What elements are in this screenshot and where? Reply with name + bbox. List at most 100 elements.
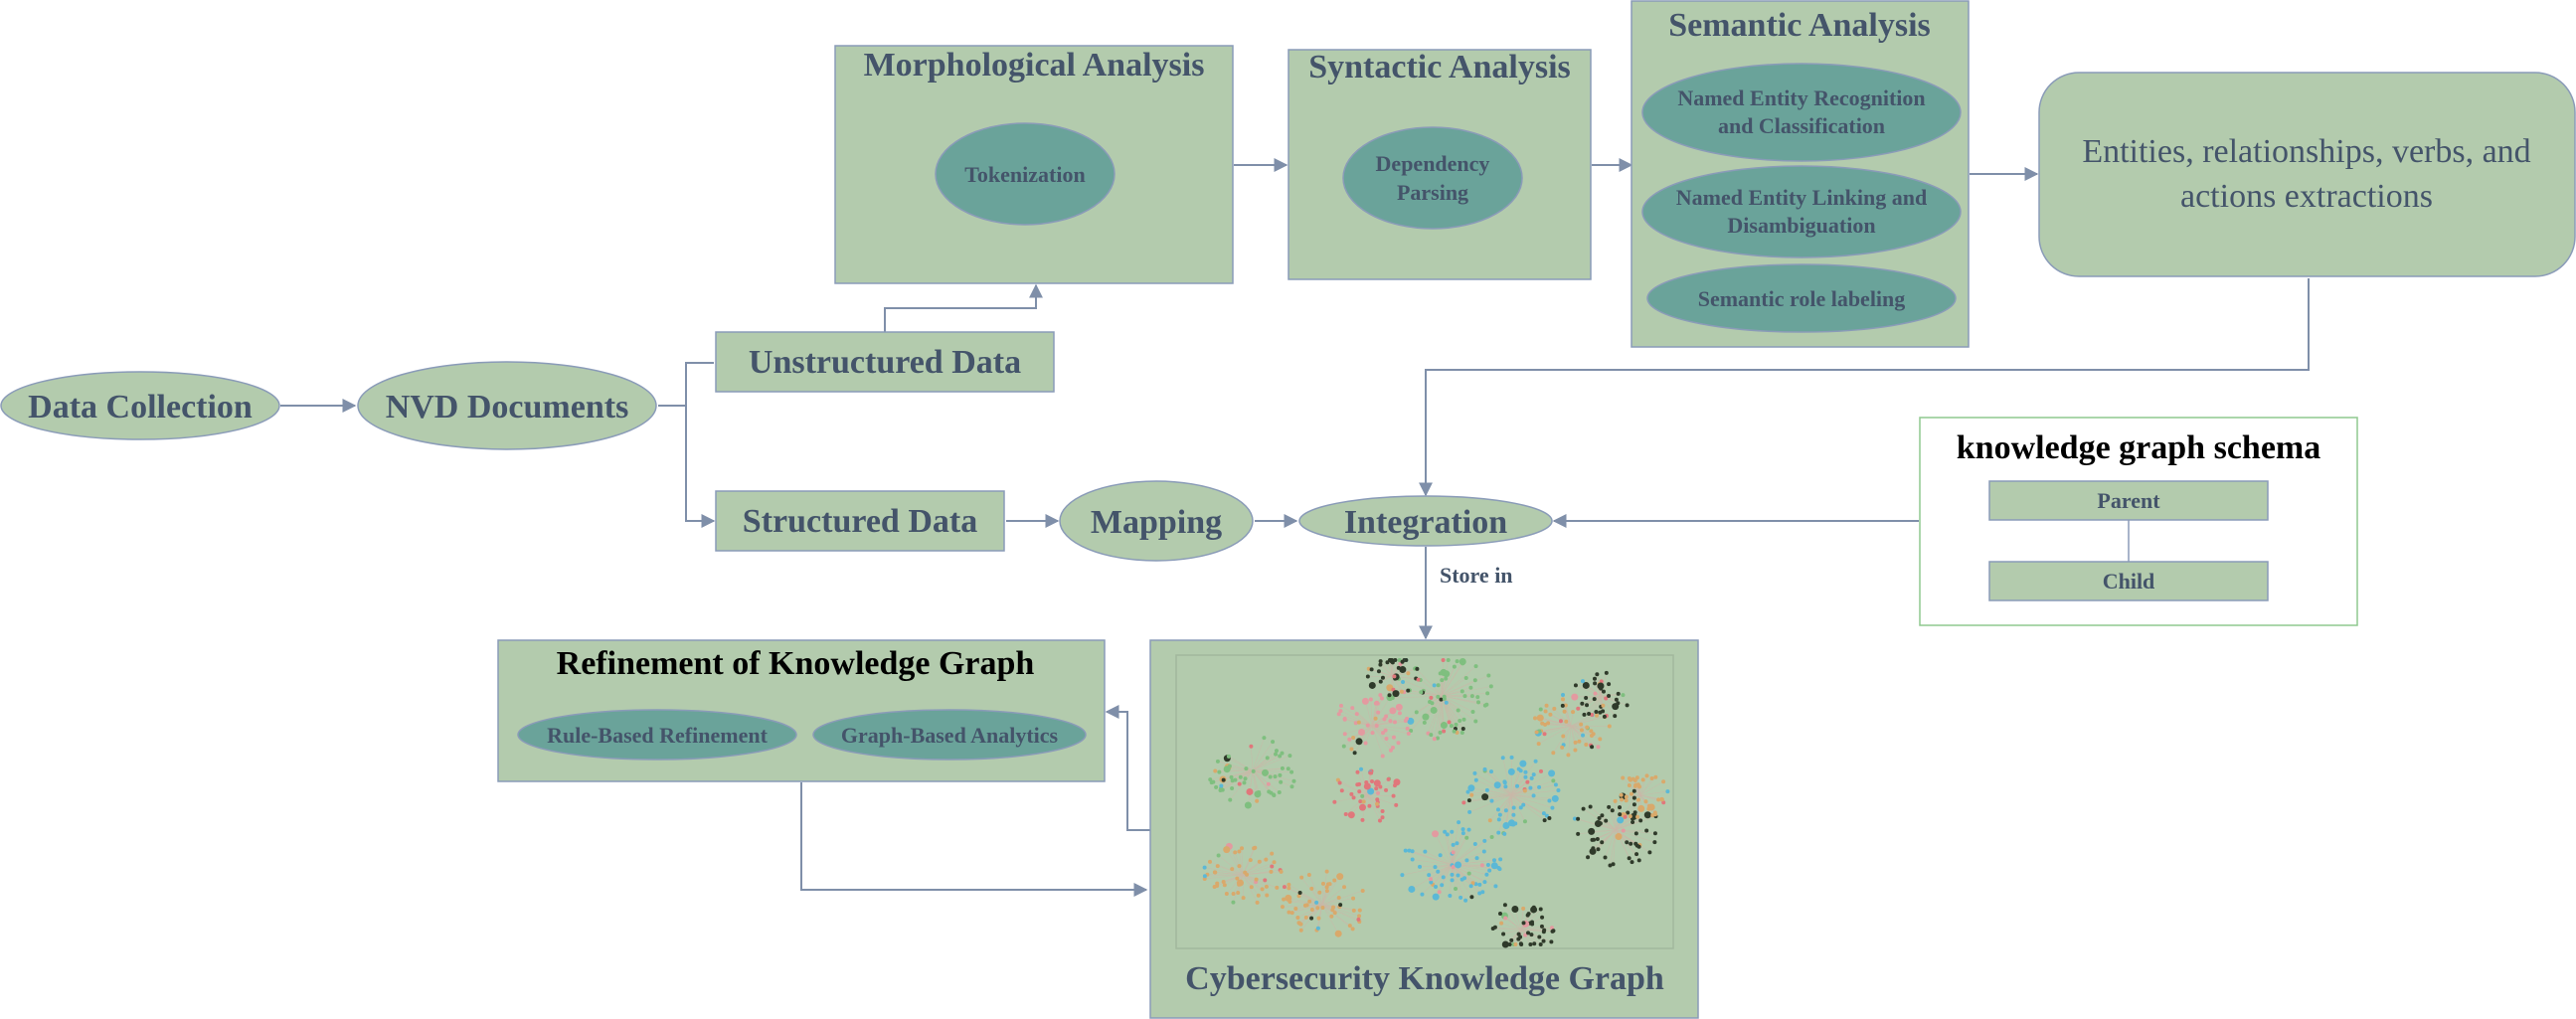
graph-node: [1582, 712, 1587, 717]
graph-node: [1277, 790, 1282, 795]
graph-edge: [1345, 794, 1368, 815]
graph-edge: [1597, 829, 1617, 840]
graph-node: [1396, 665, 1401, 670]
graph-node: [1459, 895, 1463, 900]
graph-node: [1436, 694, 1441, 699]
graph-node: [1363, 782, 1371, 790]
graph-node: [1380, 815, 1385, 820]
graph-edge: [1215, 872, 1244, 876]
graph-node: [1278, 772, 1283, 777]
entities-extraction-box: [2038, 72, 2576, 277]
graph-node: [1573, 683, 1578, 688]
graph-edge: [1230, 769, 1254, 800]
graph-edge: [1217, 874, 1244, 884]
graph-node: [1531, 772, 1536, 777]
graph-node: [1382, 717, 1387, 722]
graph-node: [1257, 790, 1262, 795]
graph-edge: [1600, 695, 1604, 712]
graph-edge: [1371, 725, 1384, 757]
graph-node: [1255, 798, 1260, 803]
graph-node: [1434, 885, 1439, 890]
graph-edge: [1234, 852, 1244, 876]
graph-node: [1388, 748, 1393, 753]
graph-node: [1419, 690, 1424, 695]
graph-node: [1538, 907, 1543, 912]
integration-node: Integration: [1298, 495, 1553, 547]
graph-node: [1376, 790, 1381, 795]
graph-node: [1316, 916, 1321, 921]
graph-edge: [1510, 789, 1559, 796]
graph-node: [1625, 840, 1630, 845]
graph-edge: [1321, 904, 1360, 917]
graph-node: [1430, 706, 1438, 714]
graph-node: [1375, 701, 1380, 706]
graph-node: [1363, 741, 1368, 746]
graph-node: [1621, 828, 1626, 833]
graph-node: [1282, 885, 1287, 890]
graph-node: [1490, 926, 1495, 931]
graph-edge: [1242, 874, 1260, 896]
graph-node: [1631, 788, 1636, 793]
graph-node: [1406, 671, 1411, 676]
graph-node: [1351, 795, 1356, 800]
mapping-ellipse: [1059, 480, 1254, 562]
graph-edge: [1568, 725, 1572, 756]
graph-edge: [1241, 848, 1244, 876]
graph-node: [1256, 893, 1261, 898]
graph-based-ellipse: [812, 709, 1087, 761]
integration-label: Integration: [1344, 504, 1507, 541]
graph-node: [1356, 917, 1361, 922]
graph-node: [1633, 831, 1638, 836]
graph-node: [1202, 874, 1207, 879]
graph-node: [1365, 674, 1370, 679]
graph-edge: [1639, 794, 1664, 803]
graph-node: [1541, 938, 1546, 943]
graph-node: [1617, 816, 1625, 824]
graph-node: [1620, 797, 1625, 802]
graph-node: [1546, 721, 1551, 726]
graph-node: [1387, 693, 1392, 698]
graph-node: [1521, 921, 1526, 926]
graph-edge: [1227, 768, 1254, 771]
graph-node: [1536, 714, 1544, 722]
graph-node: [1513, 821, 1518, 826]
graph-edge: [1398, 678, 1443, 697]
graph-node: [1295, 915, 1300, 920]
graph-node: [1540, 915, 1545, 920]
graph-node: [1350, 927, 1355, 932]
knowledge-graph-visualization: [1202, 657, 1670, 948]
graph-node: [1375, 801, 1380, 806]
graph-node: [1482, 766, 1487, 771]
graph-node: [1547, 798, 1552, 803]
graph-node: [1265, 893, 1270, 898]
graph-node: [1365, 723, 1370, 728]
graph-node: [1498, 857, 1503, 862]
graph-edge: [1380, 664, 1393, 677]
graph-node: [1449, 724, 1454, 729]
graph-node: [1576, 831, 1581, 836]
graph-node: [1360, 888, 1365, 893]
graph-node: [1360, 793, 1365, 798]
graph-edge: [1615, 829, 1637, 846]
graph-node: [1388, 719, 1393, 724]
graph-node: [1444, 700, 1449, 705]
graph-node: [1548, 769, 1556, 777]
graph-node: [1469, 792, 1474, 797]
graph-edge: [1514, 909, 1522, 931]
graph-edge: [1371, 703, 1379, 727]
graph-node: [1221, 777, 1226, 782]
graph-node: [1629, 791, 1633, 796]
graph-node: [1543, 722, 1548, 727]
graph-edge: [1429, 864, 1453, 876]
graph-edge: [1504, 918, 1522, 931]
graph-node: [1271, 792, 1276, 797]
structured-data-box: [715, 490, 1005, 552]
graph-node: [1492, 858, 1497, 863]
graph-edge: [1615, 829, 1636, 834]
entities-extraction-node: Entities, relationships, verbs, and acti…: [2038, 72, 2576, 277]
graph-edge: [1321, 898, 1354, 906]
graph-node: [1334, 930, 1342, 937]
graph-node: [1315, 926, 1320, 931]
graph-edge: [1613, 829, 1617, 865]
graph-node: [1432, 737, 1437, 742]
